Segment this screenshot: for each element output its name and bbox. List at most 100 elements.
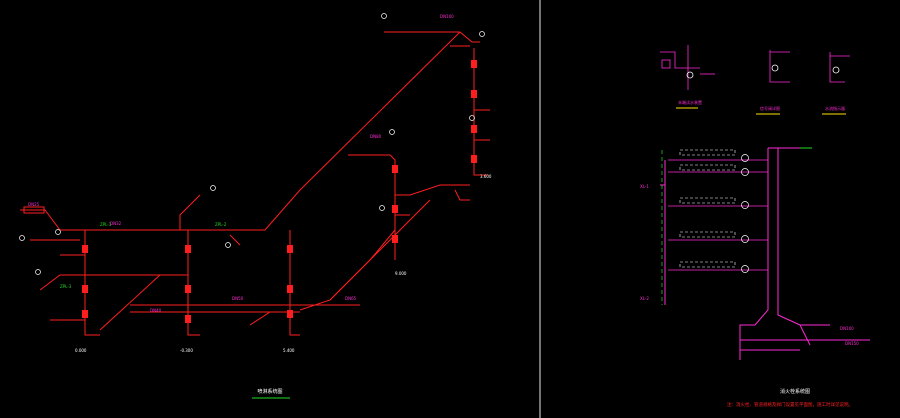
left-pipe-tags: DN100 DN80 DN65 DN50 DN40 DN32 DN25 (28, 14, 454, 313)
detail-view-1 (660, 45, 715, 90)
detail-valve (832, 66, 840, 74)
right-drawing-title: 消火栓系统图 (780, 388, 810, 395)
detail-valve (686, 71, 694, 79)
detail-caption: 末端试水装置 (678, 99, 702, 105)
left-pipe-network (20, 31, 490, 336)
left-level-labels: 3.600 0.000 -0.300 5.400 9.000 (75, 174, 492, 353)
pipe-branch-up-2 (229, 234, 241, 246)
pipe-branch-left-2 (39, 274, 85, 291)
hydrant-symbol (741, 168, 749, 176)
detail-captions: 末端试水装置 信号阀详图 水流指示器 (678, 99, 845, 111)
level-label: 3.600 (480, 174, 492, 179)
left-annotation-marks (19, 13, 485, 275)
level-label: -0.300 (180, 348, 193, 353)
fitting (471, 125, 477, 133)
pipe-tag: DN100 (840, 326, 854, 331)
pipe-riser-center (187, 230, 200, 336)
right-pipe-network (660, 147, 870, 360)
riser-label: XL-1 (640, 184, 649, 189)
level-label: 5.400 (283, 348, 295, 353)
right-drawing-note: 注：消火栓、管道规格及阀门设置见平面图，施工时详见说明。 (727, 401, 853, 408)
node-marker (469, 115, 475, 121)
hydrant-symbol (741, 265, 749, 273)
hydrant-group (679, 149, 736, 156)
fitting (471, 90, 477, 98)
riser-label: ZPL-2 (215, 222, 227, 227)
pipe-riser-left (84, 230, 100, 336)
detail-caption: 信号阀详图 (760, 105, 780, 111)
hydrant-symbol (741, 235, 749, 243)
node-marker (389, 129, 395, 135)
node-marker (381, 13, 387, 19)
fitting (287, 245, 293, 253)
fitting (392, 205, 398, 213)
detail-valve (771, 64, 779, 72)
pipe-tag: DN40 (150, 308, 162, 313)
floor-row (668, 197, 768, 209)
floor-row (668, 149, 768, 162)
hydrant-group (679, 197, 736, 204)
node-marker (225, 242, 231, 248)
pipe-center-diagonal (85, 274, 162, 331)
hydrant-symbol (741, 201, 749, 209)
floor-row (668, 261, 768, 273)
hydrant-group (679, 164, 736, 171)
pipe-branch-up-1 (179, 194, 201, 230)
fitting (185, 245, 191, 253)
detail-caption: 水流指示器 (825, 105, 845, 111)
left-panel-sprinkler-diagram: DN100 DN80 DN65 DN50 DN40 DN32 DN25 3.60… (19, 13, 492, 399)
pipe-mid-branch-3 (454, 189, 470, 201)
fitting (185, 315, 191, 323)
pipe-riser-a (739, 148, 769, 360)
level-label: 0.000 (75, 348, 87, 353)
left-drawing-title: 喷淋系统图 (257, 388, 282, 395)
riser-label: ZPL-3 (60, 284, 72, 289)
riser-label: ZPL-1 (100, 222, 112, 227)
entry-valve (23, 206, 45, 214)
pipe-tag: DN100 (440, 14, 454, 19)
detail-view-3 (829, 52, 850, 83)
node-marker (479, 31, 485, 37)
floor-row (668, 231, 768, 243)
right-floor-labels: XL-1 XL-2 DN100 DN150 (640, 184, 859, 346)
right-panel-hydrant-diagram: 末端试水装置 信号阀详图 水流指示器 (640, 45, 870, 408)
pipe-entry (20, 209, 80, 231)
pipe-top (384, 31, 480, 43)
pipe-main-diagonal (80, 31, 461, 231)
node-marker (55, 229, 61, 235)
fitting (287, 285, 293, 293)
pipe-tag: DN50 (232, 296, 244, 301)
floor-row (668, 164, 768, 176)
hydrant-group (679, 261, 736, 268)
pipe-tag: DN25 (28, 202, 40, 207)
fitting (185, 285, 191, 293)
node-marker (210, 185, 216, 191)
pipe-riser-third (289, 230, 300, 336)
pipe-tag: DN65 (345, 296, 357, 301)
detail-pipe (829, 52, 845, 83)
detail-pipe (660, 51, 700, 69)
pipe-lower-diagonal-2 (329, 229, 396, 301)
fitting (82, 245, 88, 253)
pipe-tag: DN80 (370, 134, 382, 139)
hydrant-floor-rows (668, 149, 768, 273)
pipe-collector-branch (249, 311, 271, 326)
fitting (471, 155, 477, 163)
pipe-tag: DN32 (110, 221, 122, 226)
detail-underlines (676, 107, 846, 115)
node-marker (35, 269, 41, 275)
pipe-tag: DN150 (845, 341, 859, 346)
fitting (287, 310, 293, 318)
fitting (471, 60, 477, 68)
detail-box (661, 59, 671, 69)
fitting (82, 310, 88, 318)
pipe-inlet-3 (799, 324, 811, 346)
pipe-mid-branch (395, 184, 470, 196)
node-marker (379, 205, 385, 211)
fitting (82, 285, 88, 293)
left-riser-labels: ZPL-1 ZPL-2 ZPL-3 (60, 222, 227, 289)
detail-pipe (769, 50, 790, 83)
left-fittings (23, 60, 477, 323)
